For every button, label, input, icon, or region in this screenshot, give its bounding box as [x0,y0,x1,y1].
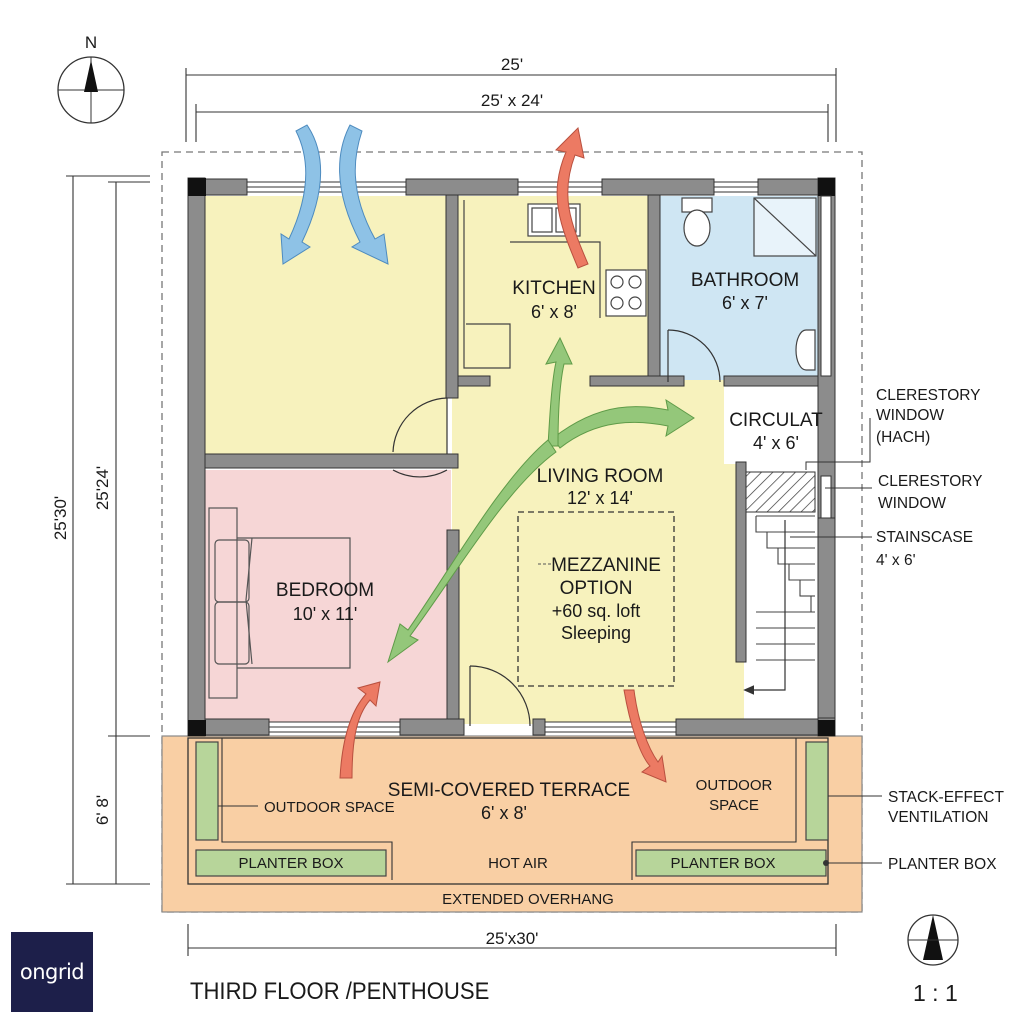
planter-box-left: PLANTER BOX [238,855,343,872]
mezzanine-outline [517,511,675,687]
airflow-arrows-cross [387,336,695,664]
kitchen-label: KITCHEN [512,278,595,299]
clerestory-line2: WINDOW [878,495,946,512]
site-boundary [161,151,863,913]
mezzanine-line2: OPTION [560,578,633,599]
outdoor-space-left: OUTDOOR SPACE [264,799,395,816]
stack-effect-line1: STACK-EFFECT [888,789,1004,806]
brand-logo: ongrid [11,932,93,1012]
north-label: N [85,33,97,52]
logo-text: ongrid [19,960,85,984]
bed [208,507,351,699]
bathroom-fixtures [681,197,817,371]
terrace-dims: 6' x 8' [481,803,527,823]
dimension-lines [66,68,837,956]
staircase-line1: STAINSCASE [876,529,973,546]
staircase-line2: 4' x 6' [876,552,916,569]
wall-corners [188,178,835,736]
terrace-label: SEMI-COVERED TERRACE [388,780,630,801]
clerestory-hatch-line2: WINDOW [876,407,944,424]
dim-top-inner: 25' x 24' [481,91,543,110]
annotation-leaders [790,418,882,864]
dim-left-terrace: 6' 8' [93,795,112,825]
hot-air-label: HOT AIR [488,855,548,872]
circulation-dims: 4' x 6' [753,433,799,453]
clerestory-hatch-line3: (HACH) [876,429,930,446]
scale-label: 1 : 1 [913,980,958,1006]
bedroom-label: BEDROOM [276,580,374,601]
planters [195,741,829,877]
doors [392,329,721,727]
stack-effect-line2: VENTILATION [888,809,988,826]
living-room-label: LIVING ROOM [537,466,664,487]
floor-title: THIRD FLOOR /PENTHOUSE [190,978,490,1005]
clerestory-hatch-line1: CLERESTORY [876,387,981,404]
compass-icon [907,914,959,966]
dim-left-outer: 25'30' [51,496,70,540]
north-compass-icon [57,56,125,124]
planter-box-annotation: PLANTER BOX [888,856,997,873]
mezzanine-line3: +60 sq. loft [552,601,641,621]
clerestory-hatch [744,471,816,513]
outdoor-space-right-1: OUTDOOR [696,777,773,794]
extended-overhang-label: EXTENDED OVERHANG [442,891,614,908]
living-room-dims: 12' x 14' [567,488,633,508]
planter-box-right: PLANTER BOX [670,855,775,872]
circulation-label: CIRCULAT [729,410,823,431]
terrace-step-outline-right [631,738,797,880]
bedroom-dims: 10' x 11' [293,604,358,624]
outdoor-space-right-2: SPACE [709,797,759,814]
airflow-arrows-cool [280,124,389,265]
room-fill-circulation [724,384,818,464]
terrace-area [161,735,863,913]
dim-top-outer: 25' [501,55,523,74]
bathroom-dims: 6' x 7' [722,293,768,313]
room-fill-northwest [205,196,447,454]
dim-left-inner: 25'24' [93,466,112,510]
dim-bottom: 25'x30' [486,929,539,948]
mezzanine-line1: MEZZANINE [551,555,661,576]
airflow-arrows-warm [339,126,667,783]
clerestory-line1: CLERESTORY [878,473,983,490]
bathroom-label: BATHROOM [691,270,799,291]
mezzanine-line4: Sleeping [561,623,631,643]
terrace-step-outline [221,738,393,880]
kitchen-dims: 6' x 8' [531,302,577,322]
floor-plan: KITCHEN 6' x 8' BATHROOM 6' x 7' CIRCULA… [51,33,1004,966]
stair-direction-line [743,520,786,695]
